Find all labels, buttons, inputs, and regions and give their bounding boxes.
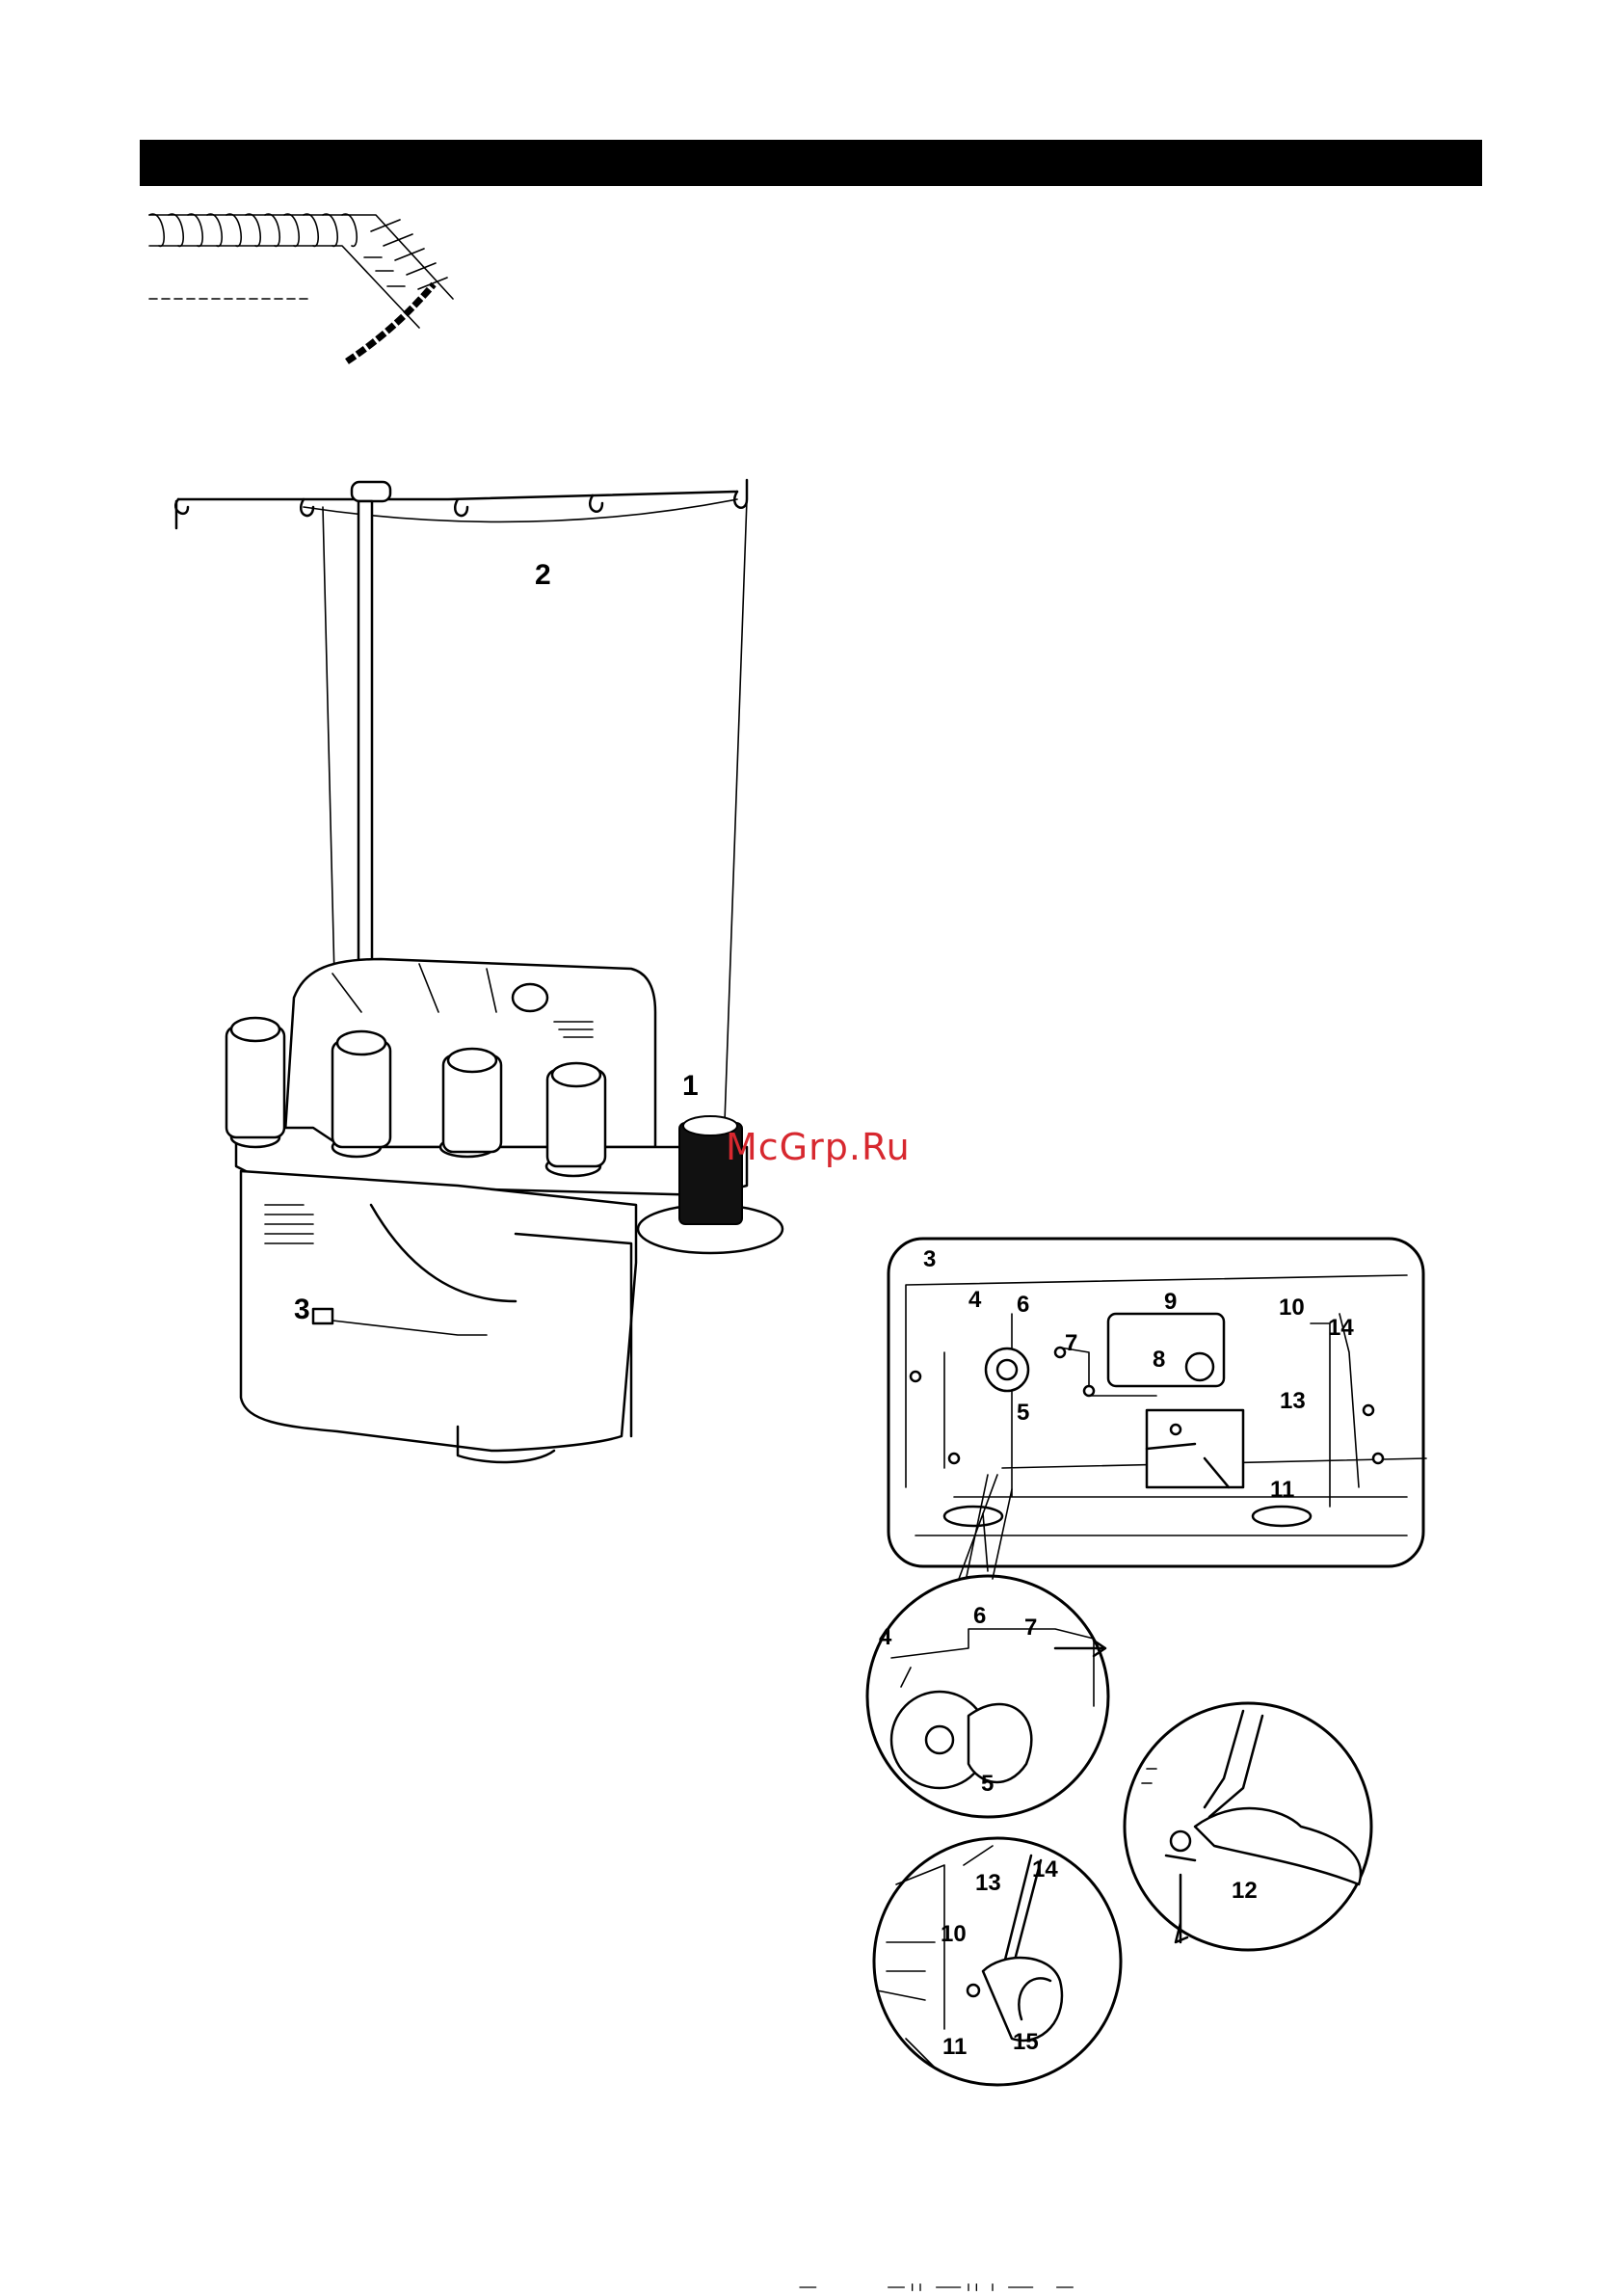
callout-3: 3	[294, 1294, 310, 1326]
guide-callout-10: 10	[941, 1921, 967, 1948]
callout-2: 2	[535, 559, 551, 592]
footer-print-marks	[771, 2283, 1118, 2292]
header-bar	[140, 140, 1482, 186]
detail-callout-11: 11	[1270, 1477, 1294, 1504]
guide-callout-14: 14	[1032, 1856, 1058, 1883]
detail-callout-3: 3	[923, 1246, 936, 1273]
guide-callout-11: 11	[942, 2034, 967, 2061]
detail-callout-6: 6	[1017, 1292, 1029, 1319]
guide-callout-13: 13	[975, 1870, 1001, 1897]
callout-1: 1	[682, 1070, 699, 1103]
inset-callout-7: 7	[1024, 1615, 1037, 1642]
detail-callout-9: 9	[1164, 1289, 1177, 1316]
detail-callout-14: 14	[1328, 1315, 1354, 1342]
detail-callout-10: 10	[1279, 1295, 1305, 1322]
inset-callout-12: 12	[1232, 1878, 1258, 1905]
inset-callout-6: 6	[973, 1603, 986, 1630]
inset-connector-line	[954, 1475, 1012, 1581]
inset-callout-4: 4	[879, 1624, 891, 1651]
serger-machine-illustration	[169, 472, 785, 1475]
detail-callout-5: 5	[1017, 1400, 1029, 1427]
detail-callout-8: 8	[1153, 1347, 1165, 1374]
inset-callout-5: 5	[981, 1771, 994, 1798]
stitch-sample-illustration	[145, 207, 482, 381]
detail-callout-7: 7	[1065, 1330, 1077, 1357]
detail-callout-4: 4	[968, 1287, 981, 1314]
needle-threading-inset	[1118, 1701, 1378, 1952]
detail-callout-13: 13	[1280, 1388, 1306, 1415]
watermark: McGrp.Ru	[726, 1126, 911, 1168]
guide-callout-15: 15	[1013, 2029, 1039, 2056]
